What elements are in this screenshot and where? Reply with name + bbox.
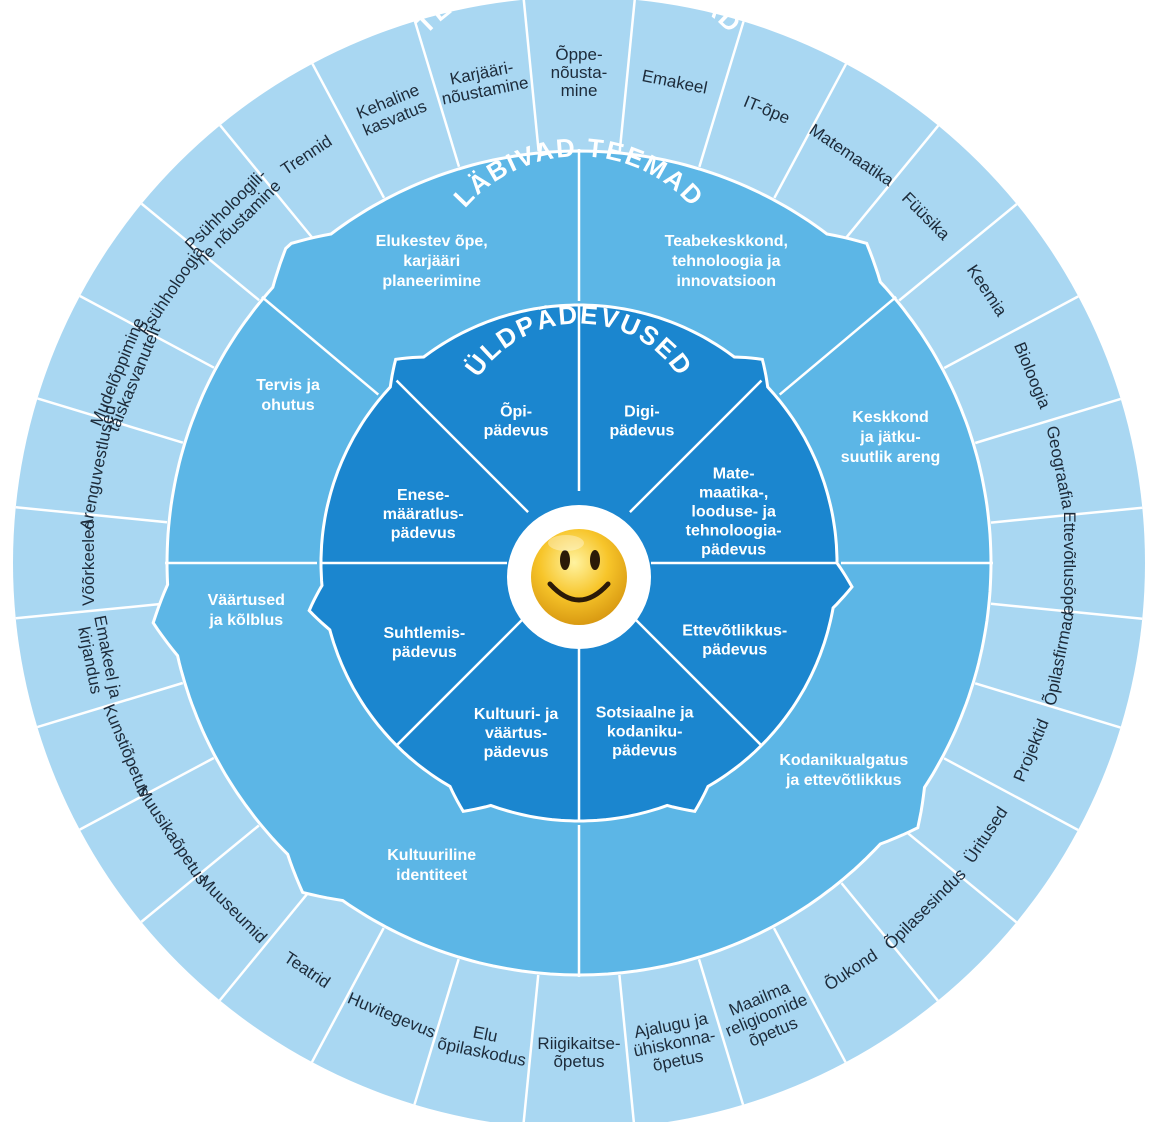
outer-segment-divider <box>36 681 184 729</box>
outer-segment-divider <box>37 397 184 444</box>
outer-segment-divider <box>413 20 461 168</box>
middle-segment-divider <box>778 295 897 396</box>
inner-item-label: Õpi-pädevus <box>484 401 549 440</box>
inner-ring-dividers <box>321 305 837 821</box>
outer-segment-divider <box>898 824 1018 924</box>
middle-segment-divider <box>261 295 380 396</box>
inner-segment-divider <box>395 379 529 513</box>
outer-segment-divider <box>522 0 540 152</box>
inner-segment-divider <box>629 379 763 513</box>
smiley-face-icon <box>531 529 627 625</box>
outer-segment-divider <box>618 0 636 152</box>
inner-item-label: Enese-määratlus-pädevus <box>383 487 464 542</box>
outer-segment-divider <box>840 124 940 244</box>
outer-segment-divider <box>974 682 1121 729</box>
outer-segment-divider <box>79 756 215 831</box>
outer-segment-divider <box>522 974 540 1122</box>
inner-item-label: Digi-pädevus <box>609 404 674 440</box>
outer-item-label: Riigikaitse-õpetus <box>537 1034 620 1071</box>
outer-segment-divider <box>697 958 745 1106</box>
outer-segment-divider <box>943 757 1079 832</box>
outer-segment-divider <box>698 21 745 168</box>
inner-ring-labels: Õpi-pädevus Digi-pädevusMate-maatika-,loo… <box>383 401 787 761</box>
outer-segment-divider <box>974 397 1122 445</box>
outer-segment-divider <box>840 882 939 1002</box>
inner-segment-divider <box>395 613 529 747</box>
outer-item-label: Ettevõtlusõpe <box>1060 511 1079 614</box>
outer-segment-divider <box>218 882 318 1002</box>
outer-segment-divider <box>311 63 386 199</box>
outer-segment-divider <box>140 202 260 302</box>
outer-segment-divider <box>413 958 460 1105</box>
outer-segment-divider <box>773 63 848 199</box>
outer-segment-divider <box>990 506 1143 524</box>
outer-item-label: Võõrkeeled <box>79 520 98 606</box>
outer-segment-divider <box>15 506 168 524</box>
outer-segment-divider <box>15 602 168 620</box>
inner-item-label: Suhtlemis-pädevus <box>383 625 465 661</box>
outer-segment-divider <box>618 974 636 1122</box>
outer-segment-divider <box>898 203 1018 302</box>
outer-segment-divider <box>79 294 215 369</box>
outer-segment-divider <box>990 602 1143 620</box>
outer-segment-divider <box>943 295 1079 370</box>
outer-segment-divider <box>310 927 385 1063</box>
outer-segment-divider <box>219 124 318 244</box>
middle-ring-dividers <box>165 149 993 977</box>
outer-segment-divider <box>772 927 847 1063</box>
inner-item-label: Ettevõtlikkus-pädevus <box>682 622 787 658</box>
outer-item-label: Õppe-nõusta-mine <box>551 45 608 100</box>
inner-segment-divider <box>629 613 763 747</box>
outer-segment-divider <box>140 824 260 923</box>
outer-ring-dividers <box>15 0 1143 1122</box>
